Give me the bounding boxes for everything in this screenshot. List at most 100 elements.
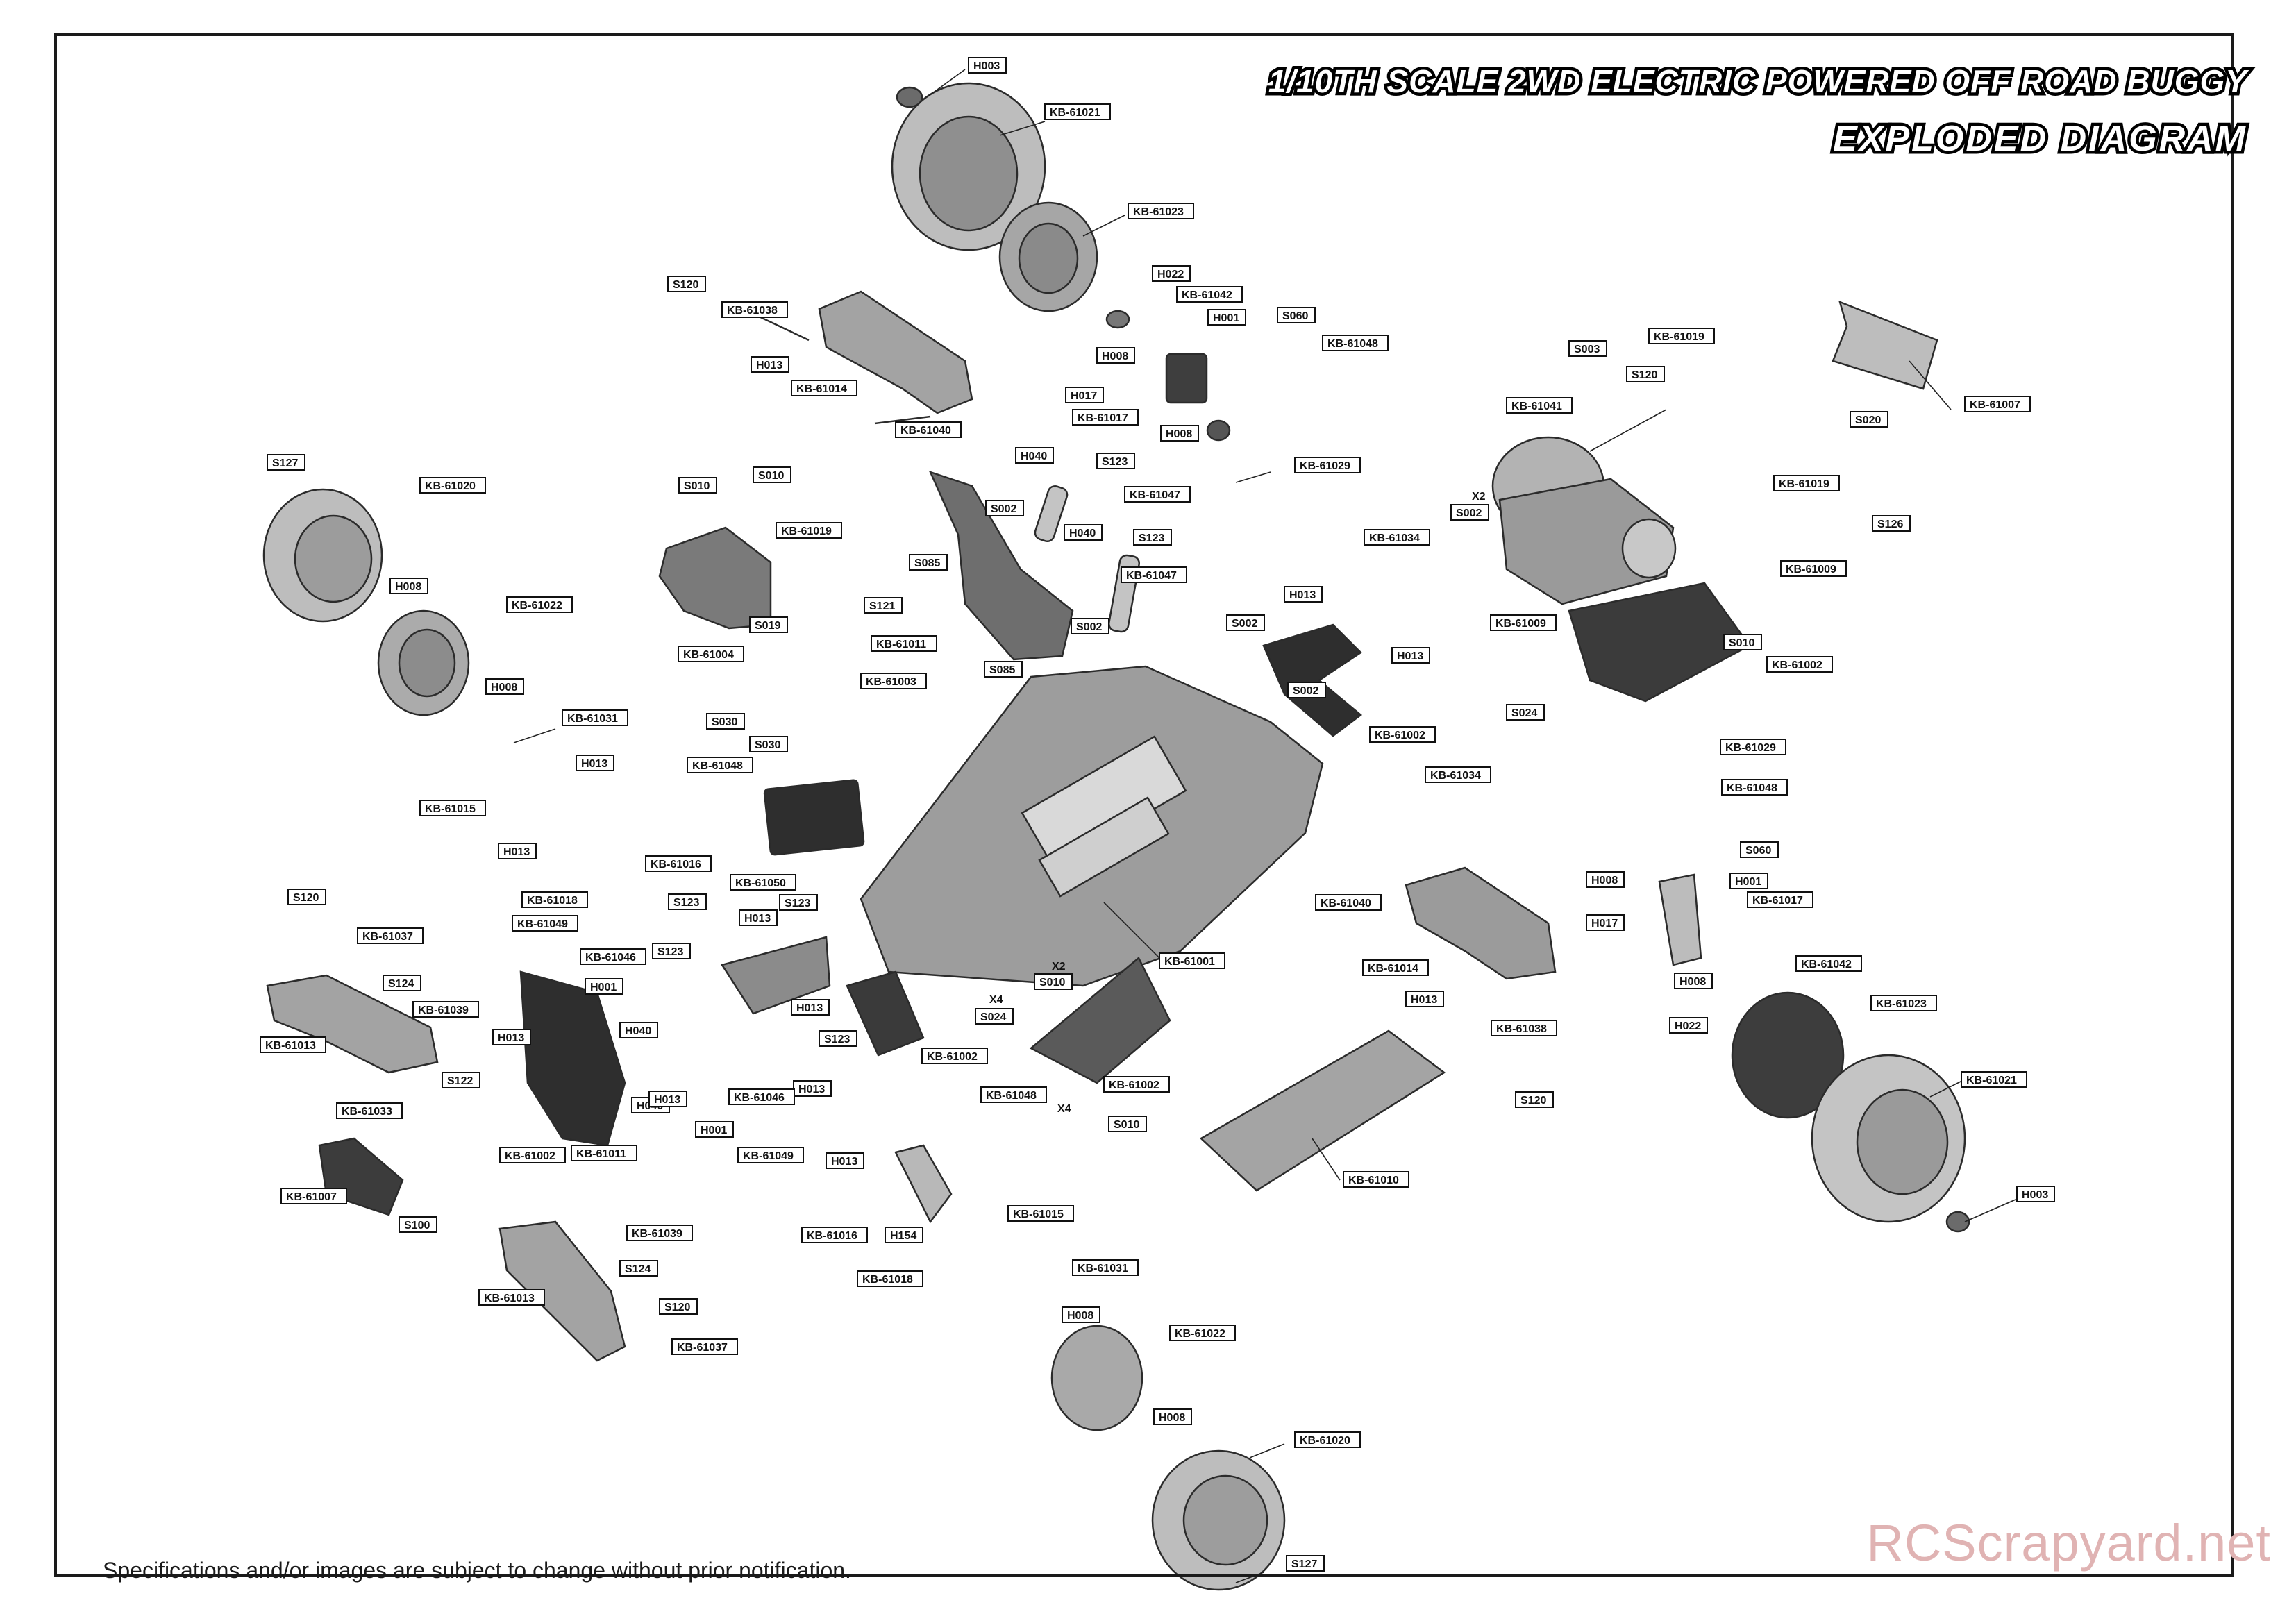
- callout-label: H040: [625, 1025, 651, 1037]
- callout-kb-61013: KB-61013: [478, 1289, 545, 1306]
- callout-label: KB-61046: [734, 1092, 785, 1104]
- callout-s120: S120: [287, 889, 326, 905]
- callout-label: KB-61002: [927, 1051, 978, 1063]
- callout-h008: H008: [389, 578, 428, 594]
- callout-x2: X2: [1472, 491, 1486, 503]
- chassis-plate-front: [846, 970, 925, 1057]
- callout-label: KB-61018: [527, 895, 578, 907]
- callout-kb-61020: KB-61020: [419, 477, 486, 494]
- callout-h001: H001: [695, 1121, 734, 1138]
- callout-kb-61019: KB-61019: [776, 522, 842, 539]
- callout-h008: H008: [1096, 347, 1135, 364]
- callout-label: KB-61048: [1327, 338, 1378, 350]
- callout-h001: H001: [585, 978, 623, 995]
- callout-label: KB-61034: [1369, 532, 1420, 544]
- callout-label: H008: [1067, 1310, 1093, 1322]
- callout-label: S123: [673, 897, 699, 909]
- callout-box: [1096, 453, 1135, 469]
- callout-box: [357, 927, 424, 944]
- callout-label: KB-61022: [1175, 1328, 1225, 1340]
- callout-label: KB-61014: [1368, 963, 1418, 975]
- callout-box: [1103, 1076, 1170, 1093]
- callout-s002: S002: [1071, 618, 1109, 634]
- callout-box: [857, 1270, 923, 1287]
- callout-label: S120: [1632, 369, 1657, 381]
- callout-h013: H013: [498, 843, 537, 859]
- front-arm-right: [498, 1220, 626, 1362]
- callout-box: [1343, 1171, 1409, 1188]
- callout-label: S123: [657, 946, 683, 958]
- callout-kb-61002: KB-61002: [1766, 656, 1833, 673]
- callout-label: KB-61002: [505, 1150, 555, 1162]
- rear-shock-a: [1034, 485, 1069, 543]
- callout-label: KB-61047: [1126, 570, 1177, 582]
- callout-label: KB-61042: [1801, 959, 1852, 970]
- callout-label: S127: [1291, 1558, 1317, 1570]
- callout-box: [1160, 425, 1199, 442]
- callout-box: [1747, 891, 1813, 908]
- callout-box: [1674, 973, 1713, 989]
- callout-box: [671, 1338, 738, 1355]
- callout-label: H013: [831, 1156, 857, 1168]
- callout-h001: H001: [1729, 873, 1768, 889]
- callout-label: KB-61019: [781, 525, 832, 537]
- callout-kb-61040: KB-61040: [1315, 894, 1382, 911]
- callout-label: H003: [973, 60, 1000, 72]
- callout-label: S123: [1102, 456, 1128, 468]
- callout-box: [791, 999, 830, 1016]
- callout-label: KB-61018: [862, 1274, 913, 1286]
- callout-h013: H013: [1391, 647, 1430, 664]
- front-tire-bottom: [1151, 1449, 1286, 1591]
- callout-h040: H040: [619, 1022, 658, 1038]
- callout-box: [871, 635, 937, 652]
- callout-label: KB-61002: [1109, 1079, 1159, 1091]
- callout-label: X2: [1472, 491, 1486, 503]
- callout-box: [1425, 766, 1491, 783]
- callout-box: [968, 57, 1007, 74]
- callout-label: KB-61016: [807, 1230, 857, 1242]
- callout-s123: S123: [652, 943, 691, 959]
- callout-box: [1226, 614, 1265, 631]
- callout-box: [667, 276, 706, 292]
- callout-s120: S120: [1515, 1091, 1554, 1108]
- callout-box: [1405, 991, 1444, 1007]
- callout-label: H040: [1021, 451, 1047, 462]
- callout-label: KB-61011: [876, 639, 926, 650]
- callout-box: [585, 978, 623, 995]
- callout-label: KB-61010: [1348, 1175, 1399, 1186]
- callout-box: [659, 1298, 698, 1315]
- callout-box: [776, 522, 842, 539]
- callout-label: H013: [796, 1002, 823, 1014]
- callout-label: H001: [1213, 312, 1239, 324]
- callout-box: [1369, 726, 1436, 743]
- callout-kb-61040: KB-61040: [895, 421, 962, 438]
- callout-h008: H008: [1160, 425, 1199, 442]
- callout-s003: S003: [1568, 340, 1607, 357]
- callout-box: [1450, 504, 1489, 521]
- callout-label: S002: [991, 503, 1016, 515]
- callout-box: [1586, 914, 1625, 931]
- callout-label: S010: [1039, 977, 1065, 989]
- callout-label: H001: [590, 982, 617, 993]
- callout-box: [753, 466, 791, 483]
- callout-box: [1721, 779, 1788, 796]
- callout-kb-61014: KB-61014: [1362, 959, 1429, 976]
- callout-box: [1322, 335, 1389, 351]
- callout-h008: H008: [1674, 973, 1713, 989]
- callout-box: [619, 1022, 658, 1038]
- callout-label: H013: [798, 1084, 825, 1095]
- callout-label: KB-61009: [1786, 564, 1836, 575]
- callout-label: KB-61046: [585, 952, 636, 964]
- callout-s127: S127: [1286, 1555, 1325, 1572]
- callout-box: [1176, 286, 1243, 303]
- callout-s122: S122: [442, 1072, 480, 1088]
- callout-s085: S085: [984, 661, 1023, 678]
- callout-label: KB-61023: [1876, 998, 1927, 1010]
- callout-box: [499, 1147, 566, 1163]
- callout-label: H008: [1166, 428, 1192, 440]
- callout-box: [260, 1036, 326, 1053]
- callout-box: [652, 943, 691, 959]
- callout-label: KB-61019: [1779, 478, 1829, 490]
- callout-kb-61039: KB-61039: [626, 1225, 693, 1241]
